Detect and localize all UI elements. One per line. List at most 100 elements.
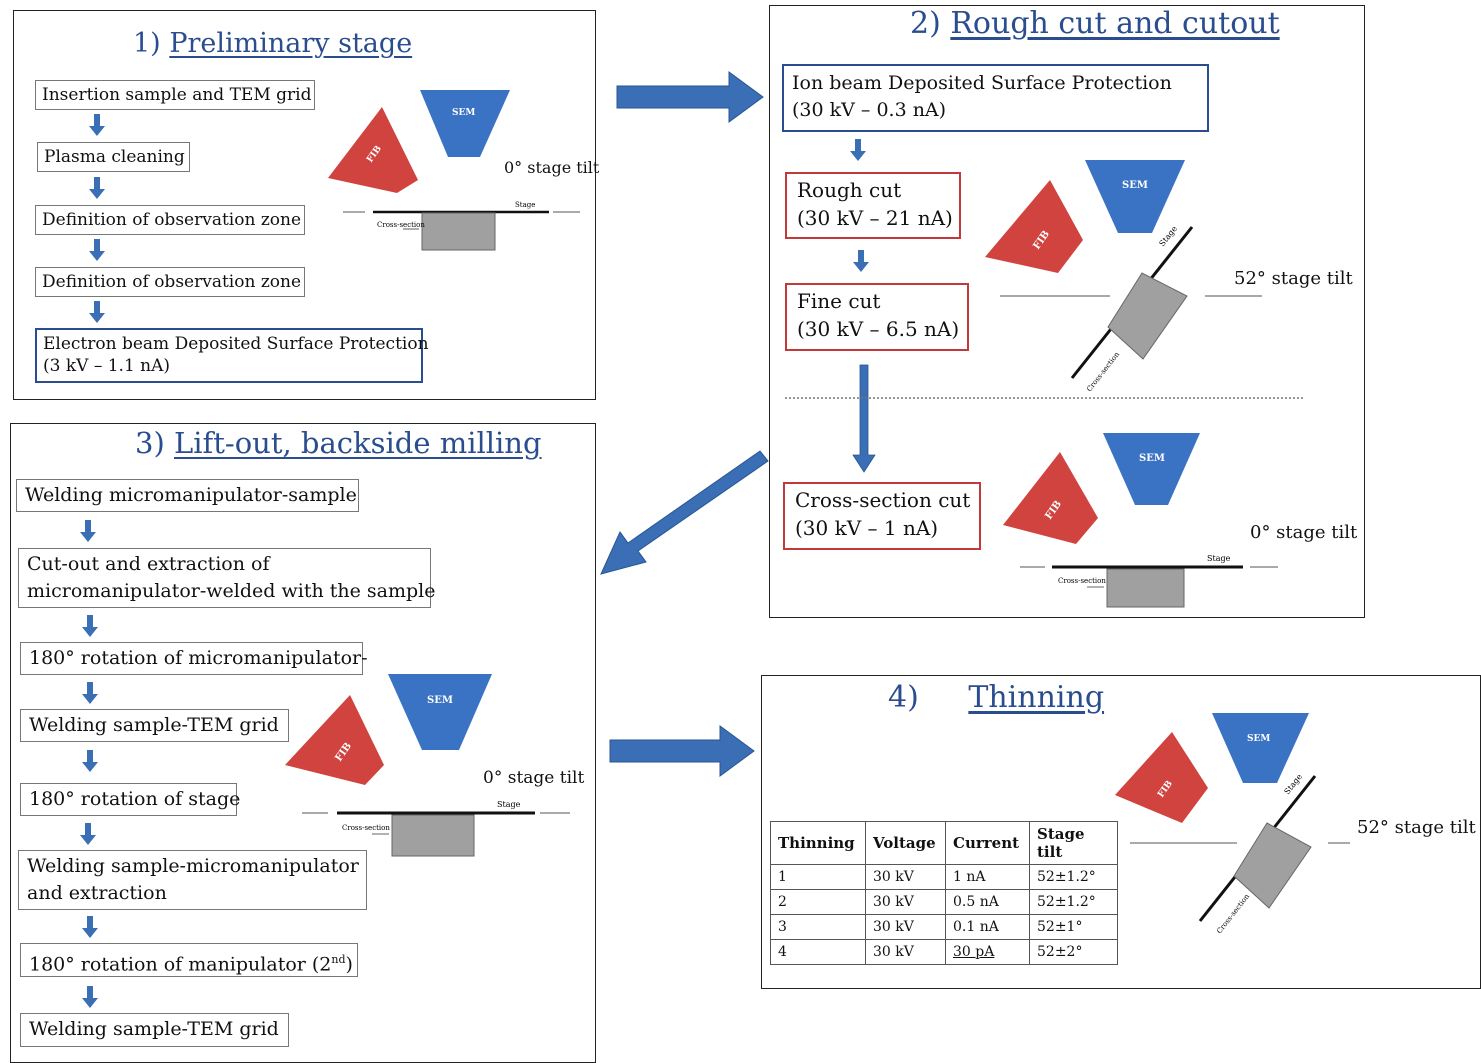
step-welding-tem-grid-1: Welding sample-TEM grid bbox=[20, 709, 289, 742]
panel2-title: 2) Rough cut and cutout bbox=[910, 6, 1280, 41]
electron-protection-line2: (3 kV – 1.1 nA) bbox=[43, 356, 171, 376]
panel2-top-stage-tilt: 52° stage tilt bbox=[1234, 268, 1353, 289]
table-cell: 30 kV bbox=[865, 889, 946, 915]
table-header: Voltage bbox=[865, 821, 946, 865]
table-cell: 2 bbox=[770, 889, 866, 915]
down-arrow-icon bbox=[89, 114, 105, 136]
step-rotation-stage: 180° rotation of stage bbox=[20, 783, 240, 816]
step-fine-cut: Fine cut (30 kV – 6.5 nA) bbox=[785, 283, 969, 351]
flow-arrow-right-icon bbox=[616, 71, 764, 123]
panel3-title: 3) Lift-out, backside milling bbox=[135, 426, 542, 460]
step-welding-sample-micromanipulator: Welding sample-micromanipulator and extr… bbox=[18, 850, 367, 910]
table-header-row: Thinning Voltage Current Stage tilt bbox=[770, 821, 1118, 865]
sample-block bbox=[1106, 568, 1185, 608]
step-electron-protection: Electron beam Deposited Surface Protecti… bbox=[35, 328, 429, 383]
table-cell: 30 kV bbox=[865, 864, 946, 890]
sem-label: SEM bbox=[1247, 734, 1270, 744]
step-ion-protection: Ion beam Deposited Surface Protection (3… bbox=[782, 64, 1209, 132]
long-down-arrow-icon bbox=[852, 364, 876, 473]
table-cell: 1 nA bbox=[945, 864, 1030, 890]
step-rotation-manipulator-2nd: 180° rotation of manipulator (2nd) bbox=[20, 943, 358, 977]
table-row: 3 30 kV 0.1 nA 52±1° bbox=[770, 914, 1118, 940]
down-arrow-icon bbox=[89, 177, 105, 199]
sample-block bbox=[391, 814, 475, 857]
cross-section-label: Cross-section bbox=[377, 221, 425, 229]
table-cell: 30 kV bbox=[865, 914, 946, 940]
cross-section-label: Cross-section bbox=[1215, 892, 1251, 935]
fib-sem-diagram-flat-1: FIB SEM Stage Cross-section bbox=[328, 90, 580, 251]
down-arrow-icon bbox=[82, 615, 98, 637]
flow-arrow-diagonal-icon bbox=[600, 450, 769, 575]
down-arrow-icon bbox=[89, 239, 105, 261]
table-row: 2 30 kV 0.5 nA 52±1.2° bbox=[770, 889, 1118, 915]
table-row: 1 30 kV 1 nA 52±1.2° bbox=[770, 864, 1118, 890]
ion-protection-line1: Ion beam Deposited Surface Protection bbox=[792, 72, 1172, 94]
table-cell: 52±1.2° bbox=[1029, 864, 1118, 890]
sem-label: SEM bbox=[427, 695, 453, 706]
step-rotation-micromanipulator: 180° rotation of micromanipulator- bbox=[20, 642, 368, 675]
down-arrow-icon bbox=[82, 750, 98, 772]
table-cell: 3 bbox=[770, 914, 866, 940]
fib-beam-shape bbox=[285, 695, 384, 785]
panel1-stage-tilt: 0° stage tilt bbox=[504, 158, 600, 177]
sem-beam-shape bbox=[388, 674, 492, 750]
sem-label: SEM bbox=[1139, 453, 1165, 464]
stage-label: Stage bbox=[1207, 554, 1231, 563]
table-cell: 0.1 nA bbox=[945, 914, 1030, 940]
sem-beam-shape bbox=[1085, 160, 1185, 233]
step-rough-cut: Rough cut (30 kV – 21 nA) bbox=[785, 172, 961, 239]
table-header: Stage tilt bbox=[1029, 821, 1118, 865]
fib-sem-diagram-tilted-4: FIB SEM Stage Cross-section bbox=[1115, 713, 1350, 935]
down-arrow-icon bbox=[82, 986, 98, 1008]
fib-beam-shape bbox=[1115, 732, 1208, 823]
down-arrow-icon bbox=[82, 682, 98, 704]
table-header: Thinning bbox=[770, 821, 866, 865]
sample-block bbox=[421, 212, 496, 251]
sem-beam-shape bbox=[1212, 713, 1309, 783]
table-row: 4 30 kV 30 pA 52±2° bbox=[770, 939, 1118, 965]
fib-sem-diagram-tilted-2: FIB SEM Stage Cross-section bbox=[985, 160, 1262, 393]
thinning-table: Thinning Voltage Current Stage tilt 1 30… bbox=[770, 821, 1118, 965]
flow-arrow-right-icon bbox=[609, 725, 755, 777]
step-insertion: Insertion sample and TEM grid bbox=[35, 80, 315, 110]
table-header: Current bbox=[945, 821, 1030, 865]
step-definition-zone-1: Definition of observation zone bbox=[35, 205, 305, 235]
table-cell: 4 bbox=[770, 939, 866, 965]
down-arrow-icon bbox=[89, 301, 105, 323]
sample-block bbox=[1233, 822, 1312, 909]
sem-beam-shape bbox=[1103, 433, 1200, 505]
stage-label: Stage bbox=[515, 201, 535, 209]
fib-beam-shape bbox=[985, 180, 1083, 273]
step-welding-micromanipulator: Welding micromanipulator-sample bbox=[16, 479, 359, 512]
down-arrow-icon bbox=[82, 916, 98, 938]
fib-sem-diagram-flat-2: FIB SEM Stage Cross-section bbox=[1003, 433, 1278, 608]
fib-sem-diagram-flat-3: FIB SEM Stage Cross-section bbox=[285, 674, 570, 857]
table-cell: 52±1° bbox=[1029, 914, 1118, 940]
down-arrow-icon bbox=[80, 520, 96, 542]
cross-section-label: Cross-section bbox=[342, 824, 390, 832]
step-cut-out-extraction: Cut-out and extraction of micromanipulat… bbox=[18, 548, 435, 608]
sem-label: SEM bbox=[452, 108, 475, 118]
down-arrow-icon bbox=[853, 250, 869, 272]
table-cell: 52±2° bbox=[1029, 939, 1118, 965]
stage-label: Stage bbox=[1157, 224, 1179, 248]
step-welding-tem-grid-2: Welding sample-TEM grid bbox=[20, 1013, 289, 1047]
down-arrow-icon bbox=[850, 139, 866, 161]
panel1-title: 1) Preliminary stage bbox=[133, 28, 413, 59]
fib-beam-shape bbox=[328, 107, 418, 193]
step-plasma-cleaning: Plasma cleaning bbox=[37, 142, 190, 172]
cross-section-label: Cross-section bbox=[1058, 577, 1106, 585]
electron-protection-line1: Electron beam Deposited Surface Protecti… bbox=[43, 334, 429, 354]
panel4-title: 4) Thinning bbox=[888, 680, 1105, 715]
table-cell: 30 pA bbox=[945, 939, 1030, 965]
sem-label: SEM bbox=[1122, 180, 1148, 191]
panel2-bottom-stage-tilt: 0° stage tilt bbox=[1250, 522, 1358, 543]
dotted-divider bbox=[785, 397, 1303, 399]
sem-beam-shape bbox=[420, 90, 510, 157]
table-cell: 30 kV bbox=[865, 939, 946, 965]
fib-beam-shape bbox=[1003, 452, 1098, 544]
step-definition-zone-2: Definition of observation zone bbox=[35, 267, 305, 297]
table-cell: 52±1.2° bbox=[1029, 889, 1118, 915]
panel4-stage-tilt: 52° stage tilt bbox=[1357, 817, 1476, 838]
panel3-stage-tilt: 0° stage tilt bbox=[483, 768, 585, 788]
